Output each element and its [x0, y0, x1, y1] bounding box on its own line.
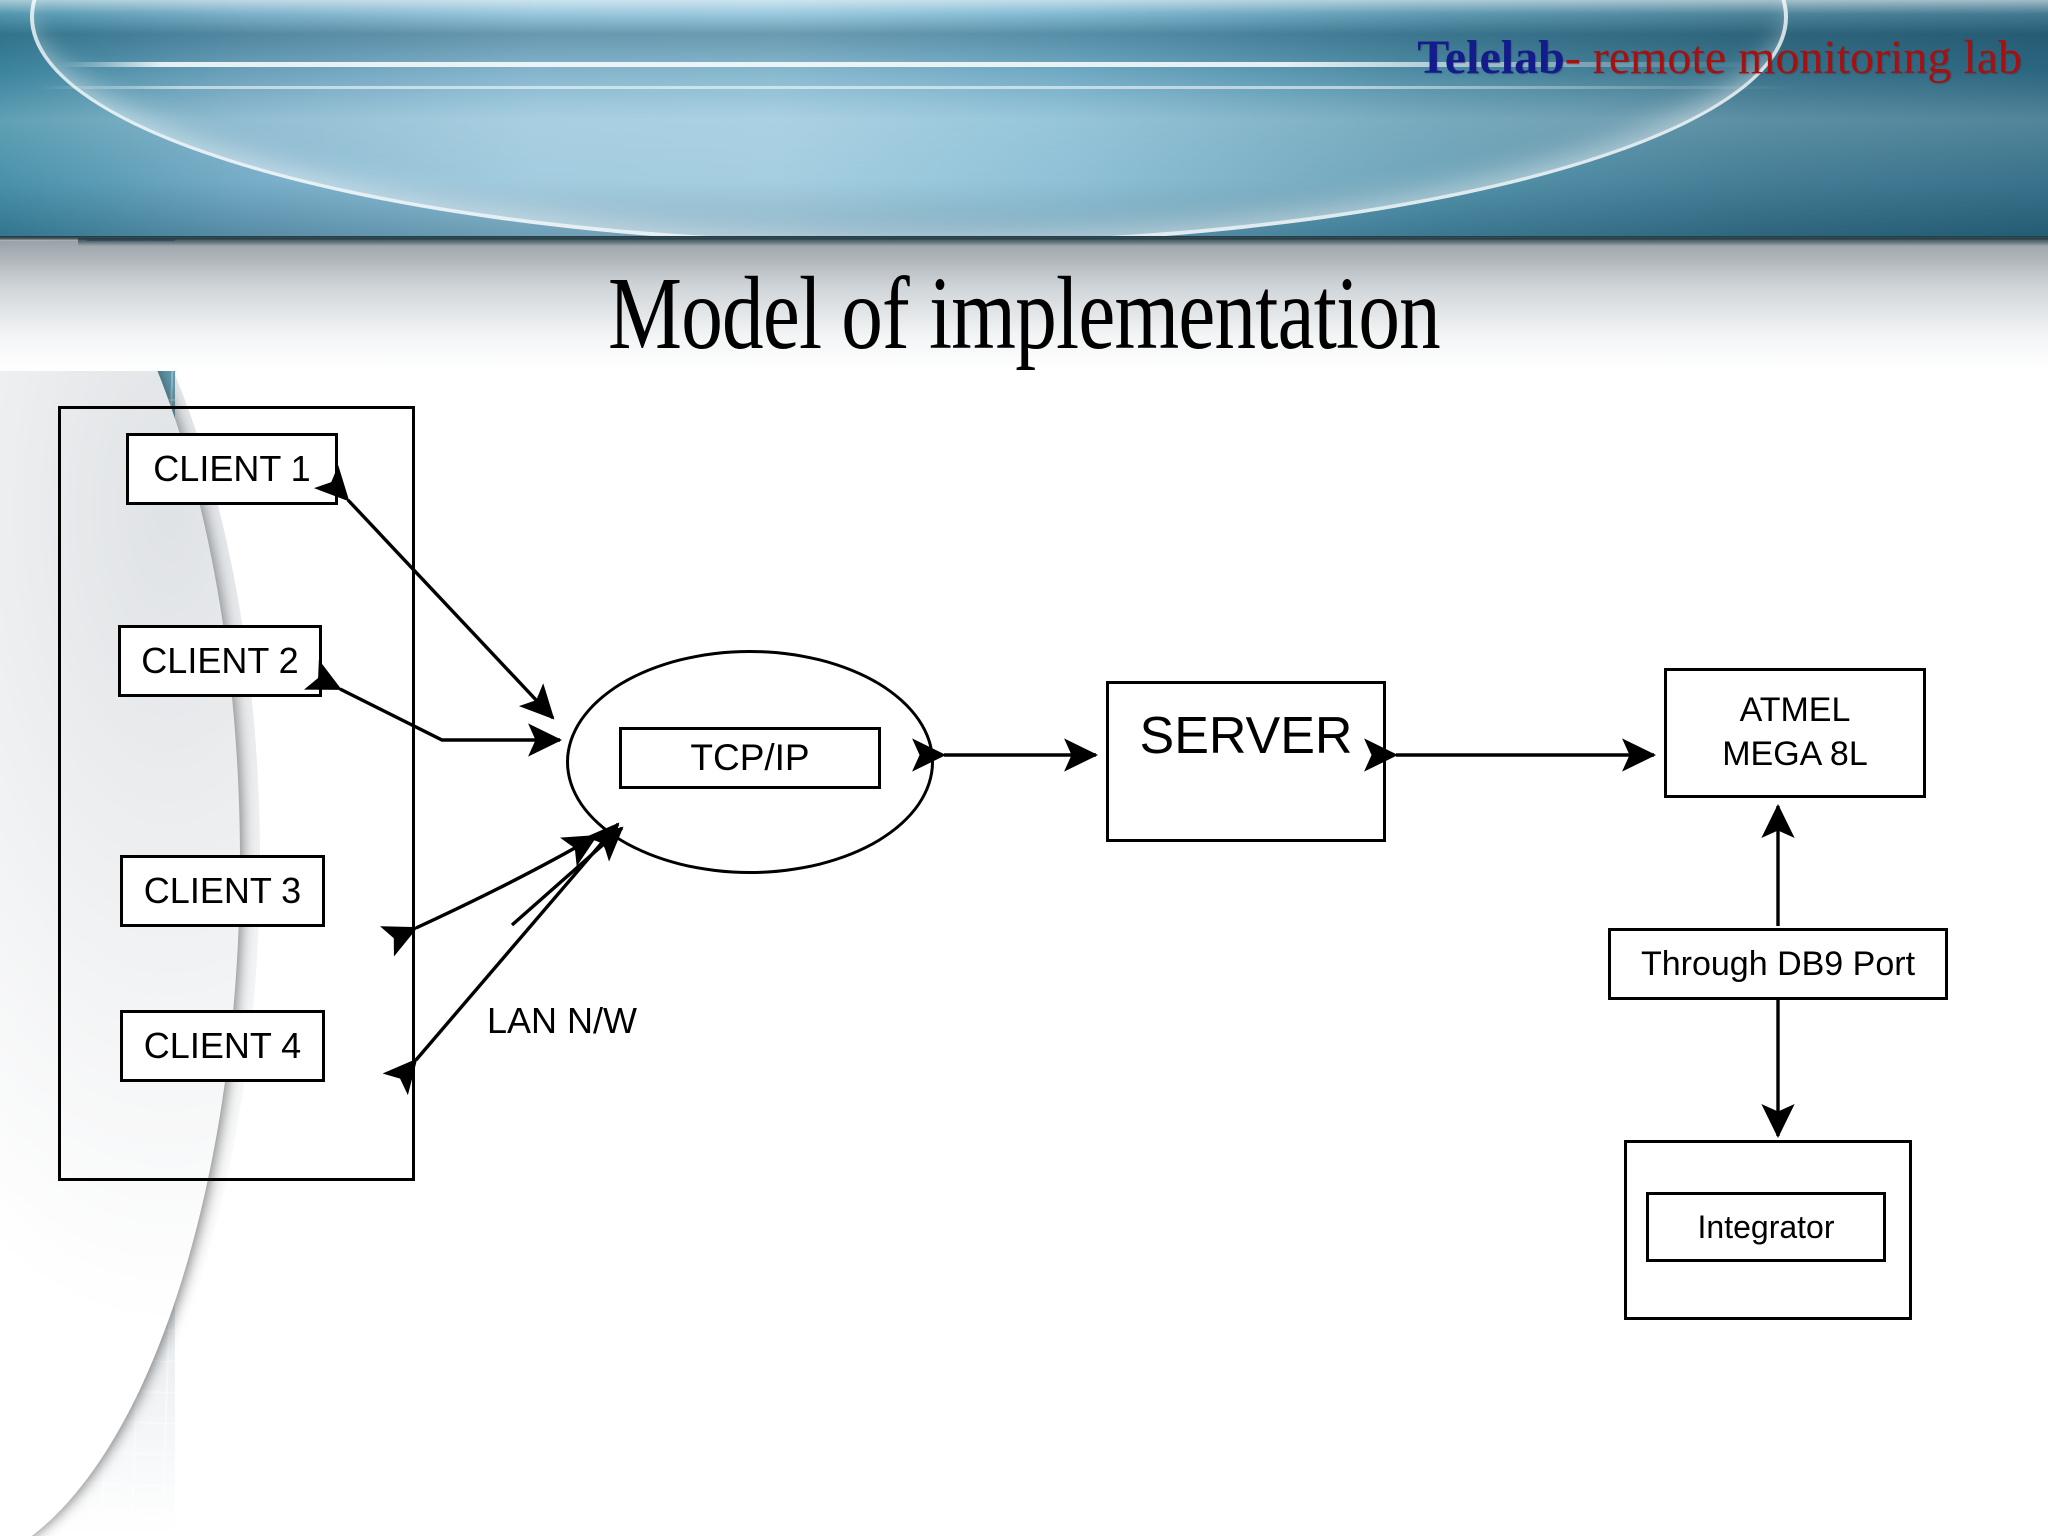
- integrator-outer-frame: [1624, 1140, 1912, 1320]
- brand-lockup: Telelab- remote monitoring lab: [1417, 34, 2022, 82]
- client-3-box[interactable]: CLIENT 3: [120, 855, 325, 927]
- brand-tagline: - remote monitoring lab: [1564, 31, 2022, 84]
- atmel-mega8l-box[interactable]: ATMEL MEGA 8L: [1664, 668, 1926, 798]
- server-box[interactable]: SERVER: [1106, 681, 1386, 842]
- client-1-box[interactable]: CLIENT 1: [126, 433, 338, 505]
- header-edge-notch: [78, 238, 2048, 246]
- tcpip-box[interactable]: TCP/IP: [619, 727, 881, 789]
- client-4-box[interactable]: CLIENT 4: [120, 1010, 325, 1082]
- integrator-box[interactable]: Integrator: [1646, 1192, 1886, 1262]
- arrow-lan-extra: [510, 826, 624, 927]
- clients-group-frame: [58, 406, 415, 1181]
- header-highlight-line-2: [40, 86, 1800, 89]
- through-db9-port-box[interactable]: Through DB9 Port: [1608, 928, 1948, 1000]
- header-under-gradient: [0, 241, 2048, 371]
- brand-name: Telelab: [1417, 31, 1565, 84]
- header-highlight-line-1: [60, 62, 1760, 67]
- arrow-client3-tcpip: [380, 834, 598, 957]
- lan-network-label: LAN N/W: [487, 1000, 638, 1041]
- client-2-box[interactable]: CLIENT 2: [118, 625, 322, 697]
- page-title: Model of implementation: [608, 256, 1441, 371]
